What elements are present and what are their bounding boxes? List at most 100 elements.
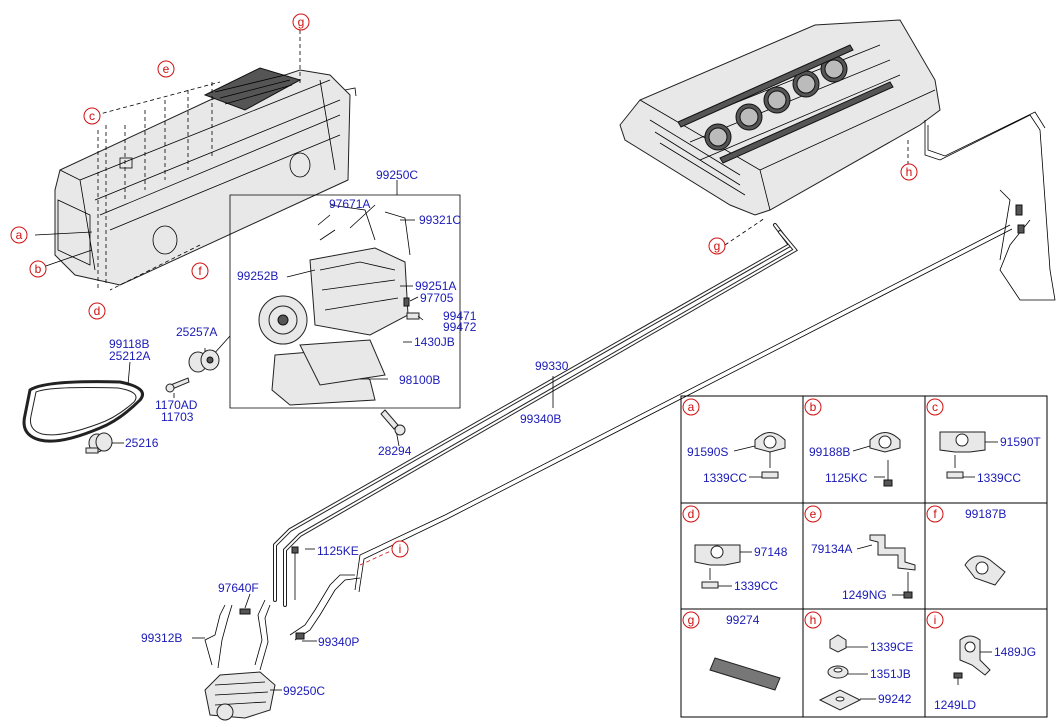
detail-h-part-1: 1339CE — [870, 640, 913, 654]
detail-a-part-2: 1339CC — [703, 471, 747, 485]
detail-d-part-1: 97148 — [754, 545, 788, 559]
belt-leader-lines — [112, 348, 206, 444]
label-99340P: 99340P — [318, 635, 359, 649]
callout-b: b — [29, 260, 47, 278]
svg-text:i: i — [934, 613, 937, 627]
label-99312B: 99312B — [141, 631, 182, 645]
svg-text:d: d — [688, 507, 695, 521]
detail-f-part-1: 99187B — [965, 507, 1006, 521]
svg-text:d: d — [94, 304, 101, 318]
detail-i-part-1: 1489JG — [994, 645, 1036, 659]
svg-text:g: g — [714, 239, 721, 253]
bolt-1170AD — [165, 377, 190, 393]
label-99472: 99472 — [443, 320, 477, 334]
callout-e: e — [157, 60, 175, 78]
callout-d: d — [88, 302, 106, 320]
svg-text:b: b — [810, 400, 817, 414]
detail-e-part-1: 79134A — [811, 542, 852, 556]
label-99251A: 99251A — [415, 279, 456, 293]
lower-pipes — [204, 546, 361, 671]
lower-leader-lines — [192, 548, 394, 691]
bus-illustration — [54, 67, 357, 286]
detail-h-part-3: 99242 — [878, 692, 912, 706]
callout-c: c — [83, 107, 101, 125]
svg-text:a: a — [688, 400, 695, 414]
label-98100B: 98100B — [399, 373, 440, 387]
roof-ac-unit — [619, 19, 941, 216]
svg-text:e: e — [810, 507, 817, 521]
svg-text:a: a — [16, 228, 23, 242]
svg-text:g: g — [298, 15, 305, 29]
bus-leader-lines — [34, 30, 301, 291]
detail-cell-h: h 1339CE 1351JB 99242 — [804, 611, 913, 711]
svg-text:e: e — [163, 62, 170, 76]
callout-i: i — [391, 540, 409, 558]
pulley-25216 — [85, 432, 113, 454]
label-97705: 97705 — [420, 291, 454, 305]
svg-text:i: i — [399, 542, 402, 556]
belt-illustration — [22, 380, 144, 443]
detail-a-part-1: 91590S — [687, 445, 728, 459]
callout-h: h — [900, 163, 918, 181]
callout-g-roof: g — [708, 237, 726, 255]
right-pipe — [924, 111, 1056, 301]
label-99330: 99330 — [535, 359, 569, 373]
detail-cell-g: g 99274 — [682, 611, 781, 691]
detail-i-part-2: 1249LD — [934, 698, 976, 712]
detail-cell-a: a 91590S 1339CC — [682, 398, 786, 485]
label-25212A: 25212A — [109, 349, 150, 363]
detail-c-part-2: 1339CC — [977, 471, 1021, 485]
label-99250C-bottom: 99250C — [283, 684, 325, 698]
label-1170AD: 1170AD — [155, 398, 198, 412]
detail-b-part-2: 1125KC — [825, 471, 868, 485]
label-97640F: 97640F — [218, 581, 259, 595]
label-97671A: 97671A — [329, 197, 370, 211]
label-1430JB: 1430JB — [414, 335, 455, 349]
detail-g-part-1: 99274 — [726, 613, 760, 627]
idler-pulley-25257A — [188, 349, 220, 373]
label-25216: 25216 — [125, 436, 159, 450]
svg-text:h: h — [810, 613, 817, 627]
compressor-lower — [204, 671, 276, 721]
detail-cell-d: d 97148 1339CC — [682, 505, 788, 593]
bolt-28294 — [380, 409, 406, 436]
callout-f: f — [191, 262, 209, 280]
callout-g-bus: g — [292, 13, 310, 31]
callout-a: a — [10, 226, 28, 244]
detail-cell-b: b 99188B 1125KC — [804, 398, 901, 487]
condenser-fans — [704, 55, 848, 151]
label-99118B: 99118B — [109, 337, 149, 351]
detail-e-part-2: 1249NG — [842, 588, 887, 602]
pipe-99340B — [354, 224, 1013, 593]
compressor-assembly-box — [229, 180, 461, 409]
svg-text:c: c — [932, 400, 938, 414]
svg-text:c: c — [89, 109, 95, 123]
roof-leader-lines — [724, 140, 909, 246]
detail-cell-c: c 91590T 1339CC — [926, 398, 1041, 485]
label-99252B: 99252B — [237, 269, 278, 283]
detail-b-part-1: 99188B — [809, 445, 850, 459]
detail-cell-i: i 1489JG 1249LD — [926, 611, 1036, 712]
detail-c-part-1: 91590T — [1000, 435, 1041, 449]
label-28294: 28294 — [378, 444, 412, 458]
detail-h-part-2: 1351JB — [870, 667, 911, 681]
detail-cell-f: f 99187B — [926, 505, 1006, 586]
detail-table — [680, 395, 1048, 718]
label-99340B: 99340B — [520, 412, 561, 426]
label-11703: 11703 — [161, 410, 194, 424]
detail-d-part-2: 1339CC — [734, 579, 778, 593]
svg-text:f: f — [198, 264, 202, 278]
label-99321C: 99321C — [419, 213, 461, 227]
svg-text:g: g — [688, 613, 695, 627]
compressor-illustration — [258, 204, 420, 406]
detail-cell-e: e 79134A 1249NG — [804, 505, 916, 602]
pipe-99330 — [273, 223, 799, 607]
label-1125KE: 1125KE — [317, 544, 359, 558]
label-99250C-top: 99250C — [376, 168, 418, 182]
svg-text:b: b — [35, 262, 42, 276]
svg-text:f: f — [933, 507, 937, 521]
label-25257A: 25257A — [176, 325, 217, 339]
compressor-leader-lines — [211, 204, 424, 447]
svg-text:h: h — [906, 165, 913, 179]
label-99471: 99471 — [443, 309, 477, 323]
